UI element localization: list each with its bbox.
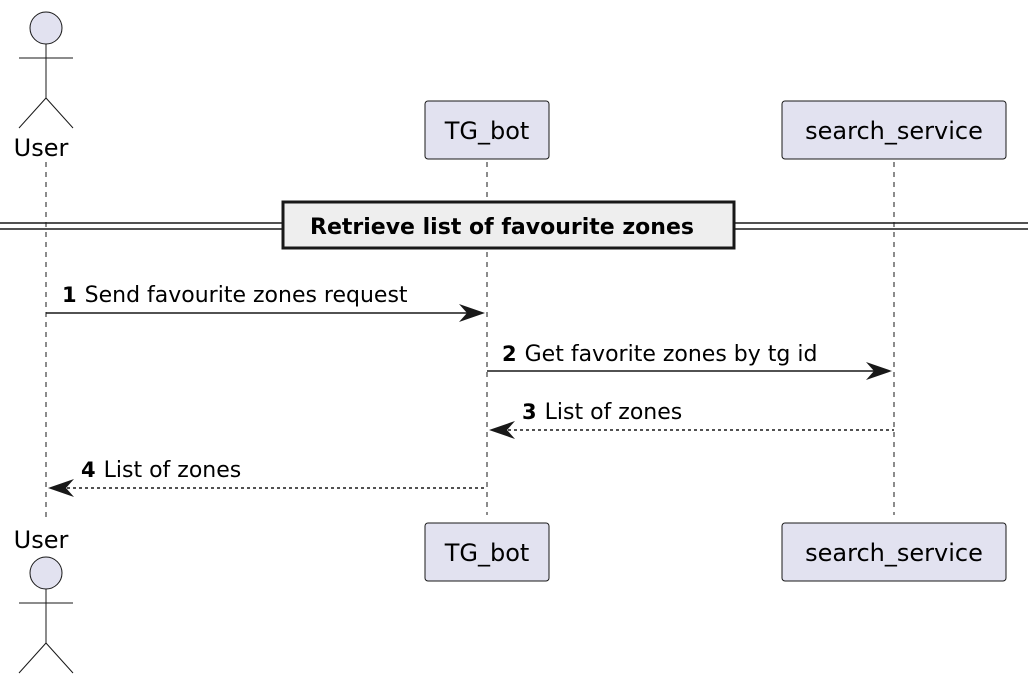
message-1-label: 1 Send favourite zones request	[62, 283, 408, 308]
participant-tg-bot-bottom: TG_bot	[424, 522, 550, 582]
message-3-arrowhead-icon	[489, 421, 515, 439]
actor-head-icon	[29, 11, 63, 45]
message-2-label: 2 Get favorite zones by tg id	[502, 342, 817, 367]
participant-search-service-label-bottom: search_service	[805, 539, 983, 567]
participant-search-service-label-top: search_service	[805, 117, 983, 145]
divider-box	[281, 200, 736, 250]
message-4-arrowhead-icon	[48, 479, 74, 497]
message-4: 4 List of zones	[48, 458, 487, 497]
message-4-text: List of zones	[104, 458, 242, 483]
participant-tg-bot-top: TG_bot	[424, 100, 550, 160]
actor-user-label-bottom: User	[14, 526, 69, 554]
message-4-label: 4 List of zones	[81, 458, 241, 483]
actor-head-icon	[29, 556, 63, 590]
message-4-number: 4	[81, 458, 96, 482]
message-3-text: List of zones	[545, 400, 683, 425]
message-1-number: 1	[62, 283, 77, 307]
actor-user-top	[18, 11, 74, 129]
message-3: 3 List of zones	[489, 400, 894, 439]
message-3-number: 3	[522, 400, 537, 424]
participant-tg-bot-label-bottom: TG_bot	[444, 539, 530, 567]
message-2-text: Get favorite zones by tg id	[525, 342, 818, 367]
actor-user-bottom	[18, 556, 74, 674]
participant-tg-bot-label-top: TG_bot	[444, 117, 530, 145]
divider: Retrieve list of favourite zones	[0, 200, 1028, 250]
message-1-text: Send favourite zones request	[85, 283, 408, 308]
message-2: 2 Get favorite zones by tg id	[487, 342, 892, 380]
message-1: 1 Send favourite zones request	[46, 283, 485, 322]
participant-search-service-top: search_service	[781, 100, 1007, 160]
message-3-label: 3 List of zones	[522, 400, 682, 425]
message-2-number: 2	[502, 342, 517, 366]
participant-search-service-bottom: search_service	[781, 522, 1007, 582]
divider-label: Retrieve list of favourite zones	[310, 215, 694, 240]
message-1-arrowhead-icon	[459, 304, 485, 322]
actor-user-label-top: User	[14, 134, 69, 162]
message-2-arrowhead-icon	[866, 362, 892, 380]
